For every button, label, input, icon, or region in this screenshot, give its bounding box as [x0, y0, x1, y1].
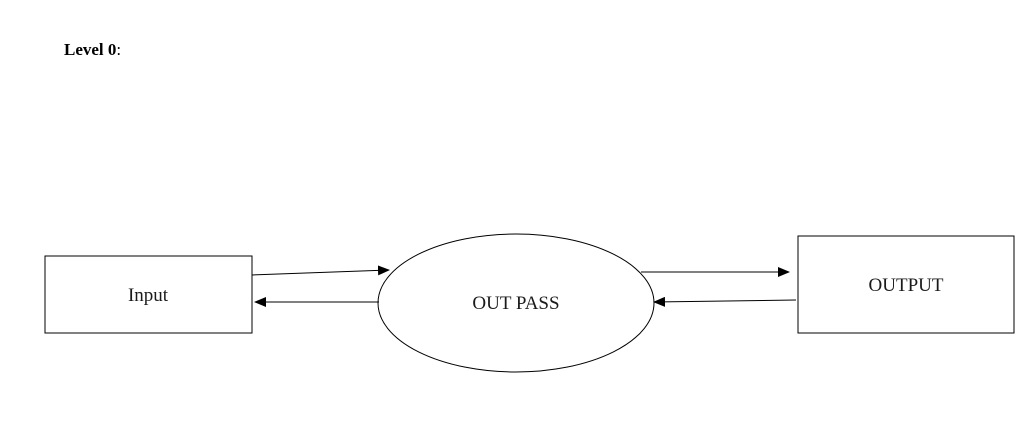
level-label: Level 0 — [64, 40, 117, 59]
input-box — [44, 255, 253, 334]
output-label: OUTPUT — [869, 275, 944, 296]
input-label: Input — [128, 285, 169, 306]
arrow-output-to-process — [653, 296, 797, 307]
input-node: Input — [44, 255, 253, 334]
arrow-input-to-process — [251, 265, 390, 276]
level-label-colon: : — [116, 40, 122, 59]
process-label: OUT PASS — [472, 293, 559, 314]
output-node: OUTPUT — [797, 235, 1015, 334]
output-box — [797, 235, 1015, 334]
diagram-heading: Level 0: — [64, 40, 121, 60]
process-node: OUT PASS — [377, 233, 655, 373]
